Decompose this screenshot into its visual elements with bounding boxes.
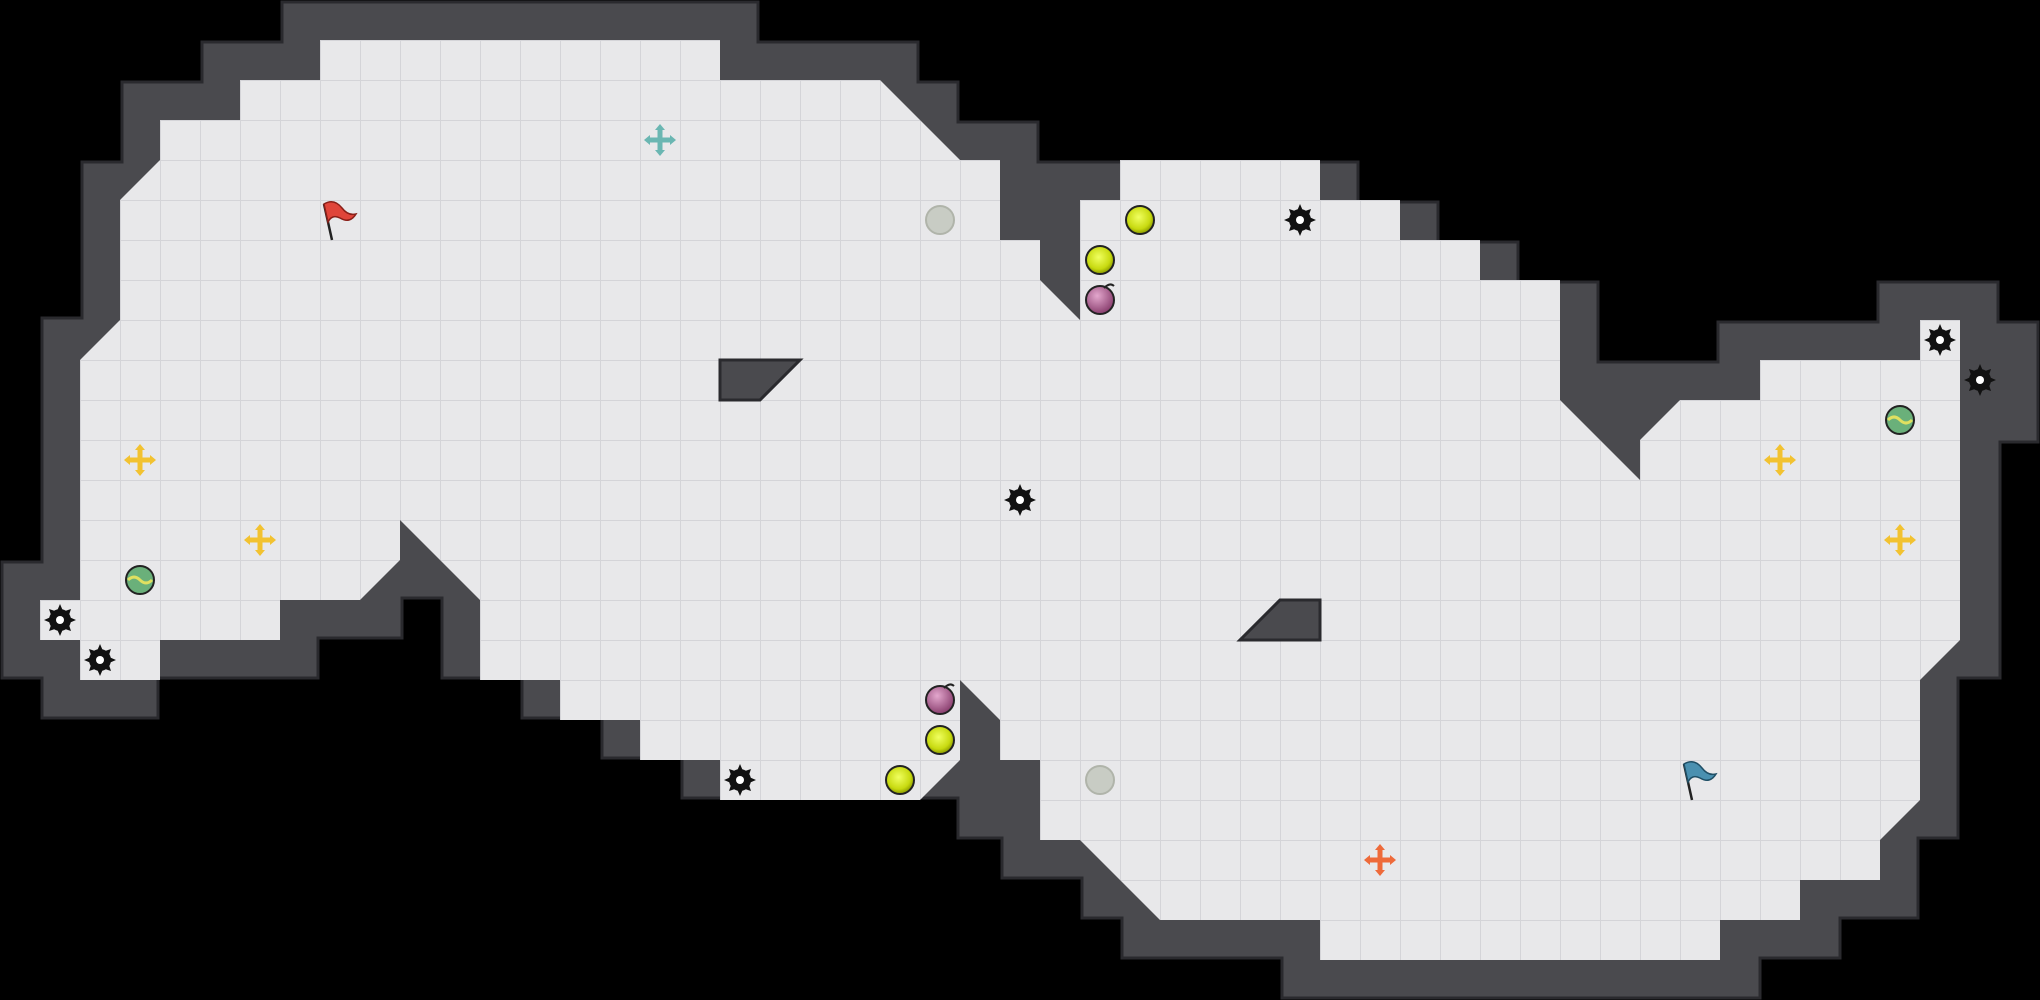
powerup-empty-icon (925, 205, 955, 235)
powerup-icon (925, 725, 955, 755)
powerup-empty-icon (1085, 765, 1115, 795)
wall-obstacle (1236, 598, 1322, 642)
wall-obstacle (718, 358, 804, 402)
floor-area (40, 40, 1960, 960)
red-flag-icon (322, 201, 358, 241)
powerup-icon (1125, 205, 1155, 235)
powerup-icon (885, 765, 915, 795)
bomb-icon (925, 683, 955, 715)
powerup-icon (1085, 245, 1115, 275)
bomb-icon (1085, 283, 1115, 315)
gate-icon (1885, 405, 1915, 435)
blue-flag-icon (1682, 761, 1718, 801)
gate-icon (125, 565, 155, 595)
